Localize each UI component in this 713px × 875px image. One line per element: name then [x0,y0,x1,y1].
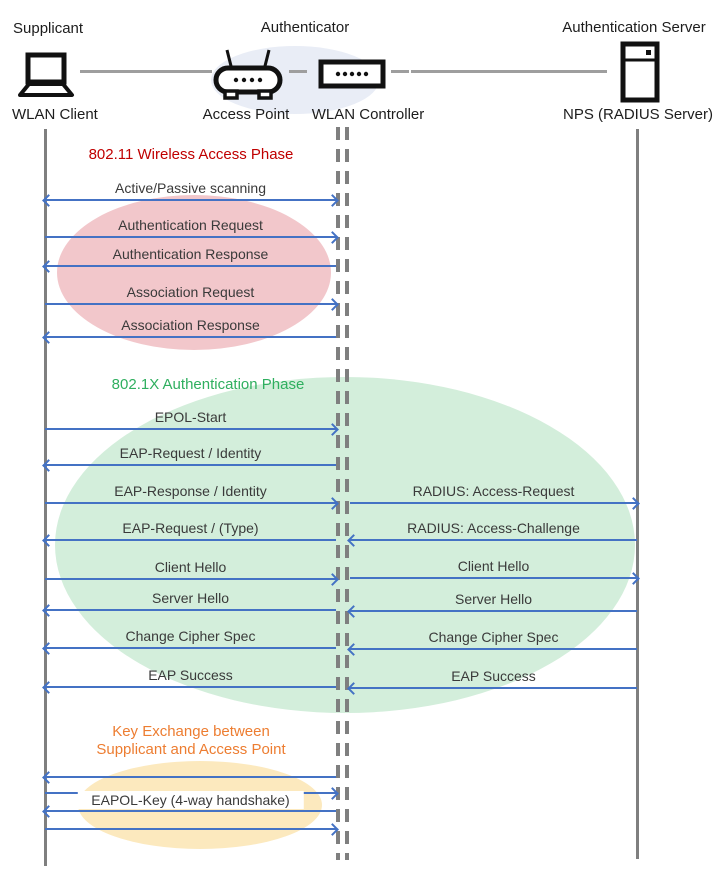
message-arrow: Client Hello [45,559,339,586]
message-arrow: EAP Success [347,668,637,695]
message-label: RADIUS: Access-Request [412,483,575,499]
connector-line [80,70,212,73]
phase-title-key-exchange-line2: Supplicant and Access Point [96,741,286,758]
wireless-phase-ellipse [57,195,331,350]
connector-line [391,70,409,73]
message-label: RADIUS: Access-Challenge [407,520,580,536]
message-arrow: EAPOL-Key (4-way handshake) [42,791,336,818]
message-label: Change Cipher Spec [428,629,559,645]
laptop-icon [18,52,74,97]
message-arrow: EPOL-Start [45,409,339,436]
message-arrow [45,822,339,836]
message-label: Authentication Response [112,246,269,262]
message-arrow: RADIUS: Access-Request [350,483,640,510]
connector-line [289,70,307,73]
message-label: EAP Success [451,668,536,684]
message-arrow: Server Hello [42,590,336,617]
connector-line [411,70,607,73]
lifeline-wlan-controller-dashed [336,127,340,860]
message-arrow: Active/Passive scanning [42,180,339,207]
message-label: Active/Passive scanning [115,180,266,196]
message-label: Client Hello [154,559,227,575]
lifeline-wlan-client [44,129,47,866]
message-label: Association Request [126,284,255,300]
message-label: EAP-Request / Identity [119,445,262,461]
message-arrow: Authentication Request [45,217,339,244]
phase-title-auth: 802.1X Authentication Phase [111,376,305,393]
message-arrow: EAP-Request / Identity [42,445,336,472]
label-wlan-controller: WLAN Controller [311,106,425,123]
label-access-point: Access Point [202,106,290,123]
access-point-icon [213,49,283,100]
role-authentication-server: Authentication Server [562,19,706,36]
message-label: Server Hello [454,591,533,607]
message-arrow: RADIUS: Access-Challenge [347,520,637,547]
phase-title-key-exchange-line1: Key Exchange between [112,723,270,740]
lifeline-wlan-controller-dashed [345,127,349,860]
message-arrow: Change Cipher Spec [42,628,336,655]
lifeline-radius-server [636,129,639,859]
message-label: EAP-Request / (Type) [122,520,259,536]
message-arrow [42,770,336,784]
message-label: Client Hello [457,558,530,574]
message-arrow: Association Request [45,284,339,311]
message-arrow: Client Hello [350,558,640,585]
message-label: Change Cipher Spec [125,628,256,644]
role-authenticator: Authenticator [260,19,350,36]
message-label: EAP-Response / Identity [114,483,267,499]
label-nps-radius-server: NPS (RADIUS Server) [562,106,713,123]
message-arrow: Authentication Response [42,246,336,273]
role-supplicant: Supplicant [13,20,84,37]
message-label: EPOL-Start [154,409,227,425]
message-arrow: Change Cipher Spec [347,629,637,656]
message-arrow: Association Response [42,317,336,344]
server-icon [620,41,660,103]
message-arrow: EAP-Request / (Type) [42,520,336,547]
message-label: EAP Success [148,667,233,683]
message-label: Authentication Request [118,217,263,233]
message-arrow: EAP Success [42,667,336,694]
wlan-controller-icon [318,59,386,89]
message-label: Server Hello [151,590,230,606]
label-wlan-client: WLAN Client [12,106,98,123]
message-arrow: Server Hello [347,591,637,618]
message-label: Association Response [121,317,260,333]
message-label: EAPOL-Key (4-way handshake) [77,791,304,809]
message-arrow: EAP-Response / Identity [45,483,339,510]
phase-title-wireless: 802.11 Wireless Access Phase [88,146,294,163]
